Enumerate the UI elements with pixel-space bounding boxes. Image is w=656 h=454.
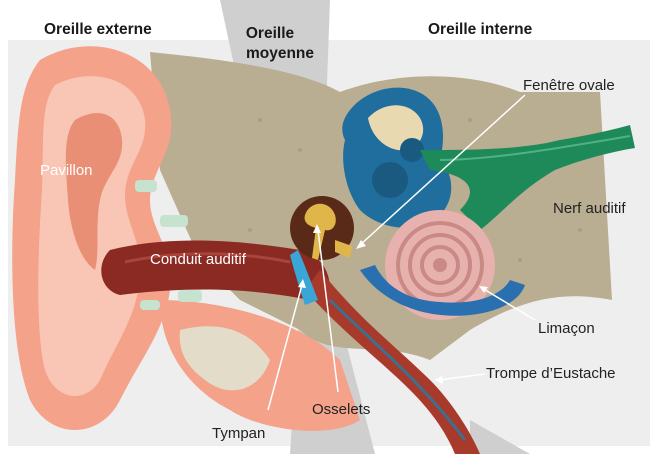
- label-nerf-auditif: Nerf auditif: [553, 200, 626, 217]
- header-inner-ear: Oreille interne: [428, 21, 533, 38]
- label-osselets: Osselets: [312, 401, 370, 418]
- vestibule: [372, 162, 408, 198]
- label-limacon: Limaçon: [538, 320, 595, 337]
- label-fenetre-ovale: Fenêtre ovale: [523, 77, 615, 94]
- label-tympan: Tympan: [212, 425, 265, 442]
- header-middle-ear-line2: moyenne: [246, 45, 314, 62]
- cochlea-apex: [433, 258, 447, 272]
- header-outer-ear: Oreille externe: [44, 21, 152, 38]
- header-middle-ear-line1: Oreille: [246, 25, 295, 42]
- label-trompe-eustache: Trompe d’Eustache: [486, 365, 616, 382]
- label-pavillon: Pavillon: [40, 162, 93, 179]
- label-conduit-auditif: Conduit auditif: [150, 251, 247, 268]
